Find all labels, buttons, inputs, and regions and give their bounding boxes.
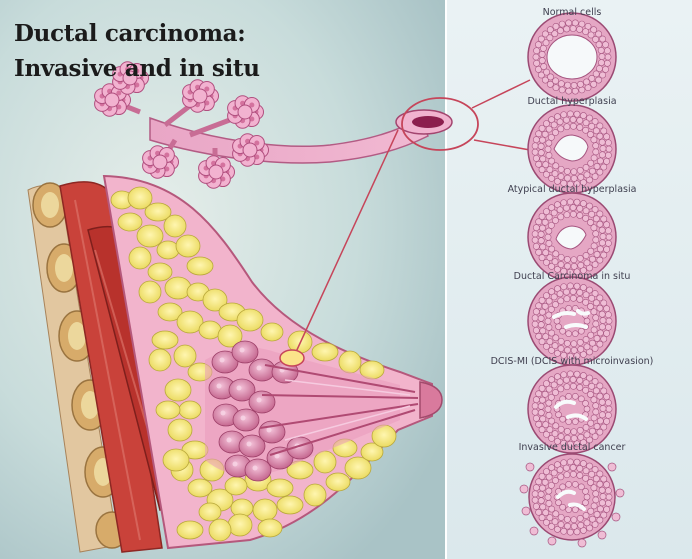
fat-cell: [261, 323, 283, 341]
stage-label: Invasive ductal cancer: [447, 442, 692, 453]
lobule: [233, 409, 259, 431]
stage-label: Ductal Carcinoma in situ: [447, 271, 692, 282]
lobule: [245, 459, 271, 481]
lobule-cluster: [143, 146, 179, 179]
fat-cell: [148, 263, 172, 281]
fat-cell: [174, 345, 196, 367]
fat-cell: [152, 331, 178, 349]
fat-cell: [199, 503, 221, 521]
fat-cell: [179, 401, 201, 419]
lobule: [249, 359, 275, 381]
lobule-cluster: [233, 134, 269, 167]
lobule-cluster: [183, 80, 219, 113]
stage-dcis-mi-cross-section: [528, 365, 616, 453]
fat-cell: [253, 499, 277, 521]
fat-cell: [165, 277, 191, 299]
fat-cell: [165, 379, 191, 401]
stage-dcis-cross-section: [528, 277, 616, 365]
fat-cell: [156, 401, 180, 419]
lobule-cluster: [228, 96, 264, 129]
stage-label: Ductal hyperplasia: [447, 96, 692, 107]
fat-cell: [267, 479, 293, 497]
title-line-2: Invasive and in situ: [14, 55, 260, 82]
stage-label: DCIS-MI (DCIS with microinvasion): [447, 356, 692, 367]
fat-cell: [228, 514, 252, 536]
stage-label: Normal cells: [447, 7, 692, 18]
lobule: [232, 341, 258, 363]
fat-cell: [187, 257, 213, 275]
fat-cell: [129, 247, 151, 269]
fat-cell: [139, 281, 161, 303]
fat-cell: [209, 519, 231, 541]
fat-cell: [164, 215, 186, 237]
fat-cell: [168, 419, 192, 441]
fat-cell: [157, 241, 179, 259]
stage-label: Atypical ductal hyperplasia: [447, 184, 692, 195]
stage-atypical-cross-section: [528, 193, 616, 281]
fat-cell: [177, 521, 203, 539]
fat-cell: [258, 519, 282, 537]
fat-cell: [277, 496, 303, 514]
fat-cell: [237, 309, 263, 331]
fat-cell: [163, 449, 189, 471]
fat-cell: [149, 349, 171, 371]
stage-hyperplasia-cross-section: [528, 105, 616, 193]
fat-cell: [118, 213, 142, 231]
fat-cell: [312, 343, 338, 361]
fat-cell: [225, 477, 247, 495]
fat-cell: [339, 351, 361, 373]
lobule-cluster: [199, 156, 235, 189]
stage-normal-cross-section: [528, 13, 616, 101]
fat-cell: [137, 225, 163, 247]
fat-cell: [304, 484, 326, 506]
fat-cell: [176, 235, 200, 257]
title-line-1: Ductal carcinoma:: [14, 20, 245, 47]
fat-cell: [326, 473, 350, 491]
